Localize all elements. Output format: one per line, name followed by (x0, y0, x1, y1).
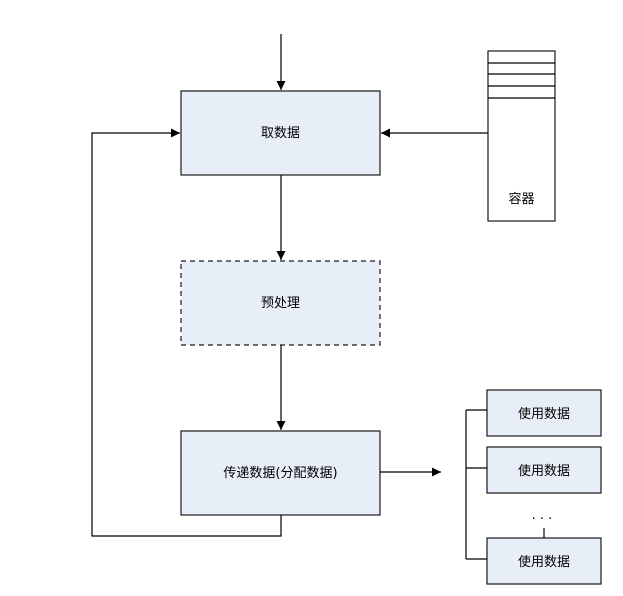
fetch-node: 取数据 (180, 90, 381, 176)
fetch-label: 取数据 (261, 126, 300, 141)
pass-box (180, 430, 381, 516)
use-data-node: 使用数据 (486, 389, 602, 437)
use-data-label: 使用数据 (518, 554, 570, 570)
use-data-node: 使用数据 (486, 537, 602, 585)
use-data-box (486, 446, 602, 494)
ellipsis-text: · · · (532, 512, 553, 527)
preprocess-label: 预处理 (261, 296, 300, 311)
loop-back-arrow (91, 128, 282, 537)
use-data-box (486, 537, 602, 585)
use-data-node: 使用数据 (486, 446, 602, 494)
container-node: 容器 (487, 50, 556, 222)
use-data-box (486, 389, 602, 437)
preprocess-node: 预处理 (180, 260, 381, 346)
use-data-label: 使用数据 (518, 463, 570, 479)
use-data-label: 使用数据 (518, 406, 570, 422)
pass-label: 传递数据(分配数据) (223, 466, 337, 481)
pass-node: 传递数据(分配数据) (180, 430, 381, 516)
container-label: 容器 (508, 191, 534, 207)
container-box (487, 50, 556, 222)
consumer-bracket (465, 409, 487, 560)
